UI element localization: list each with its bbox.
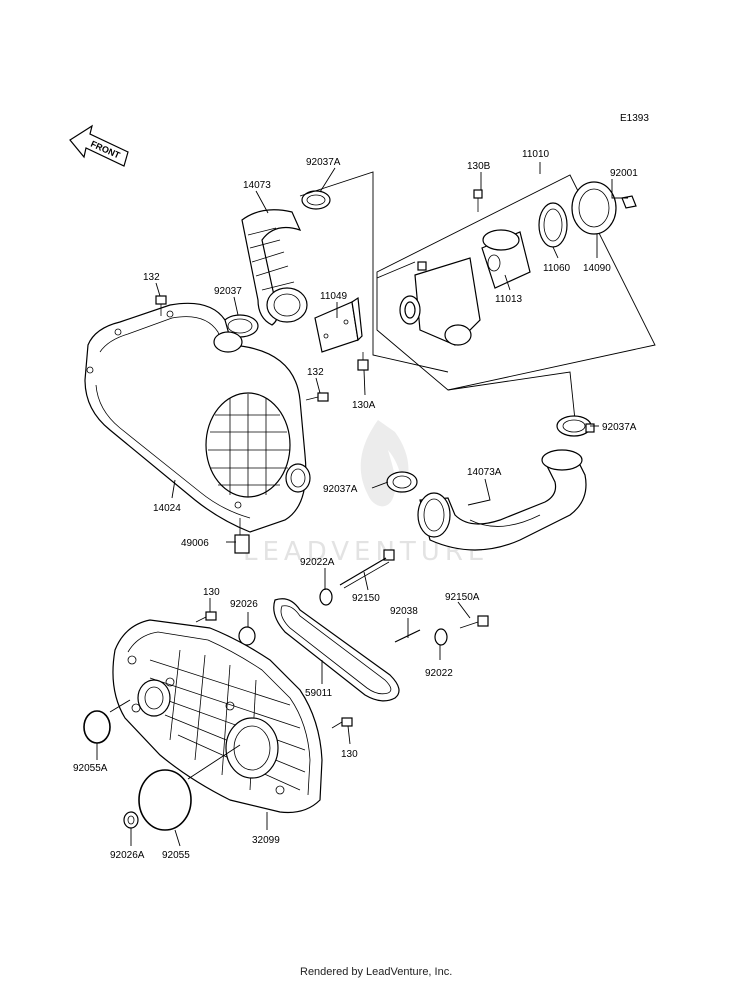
label-14073: 14073	[243, 180, 271, 191]
label-130-right: 130	[341, 749, 358, 760]
label-92037A-mid: 92037A	[323, 484, 358, 495]
label-11060: 11060	[543, 263, 571, 274]
washer-92026A	[123, 811, 139, 829]
label-130B: 130B	[467, 161, 491, 172]
footer-credit: Rendered by LeadVenture, Inc.	[300, 966, 452, 978]
o-ring-92055A	[83, 710, 111, 744]
duct-14073A	[417, 449, 587, 551]
washer-92022	[434, 628, 448, 646]
label-92022A: 92022A	[300, 557, 335, 568]
bolt-92150A	[459, 615, 489, 629]
label-92026: 92026	[230, 599, 258, 610]
label-14073A: 14073A	[467, 467, 502, 478]
inner-cover-32099	[112, 619, 323, 814]
label-132-mid: 132	[307, 367, 324, 378]
part-labels: 11010 130B 92001 92037A 14073 11060 1409…	[73, 149, 638, 861]
label-11013: 11013	[495, 294, 523, 305]
label-92026A: 92026A	[110, 850, 145, 861]
leader-lines	[96, 167, 628, 847]
clamp-92037A-mid	[386, 471, 418, 493]
o-ring-92055	[138, 769, 192, 831]
bolt-92150	[339, 549, 395, 589]
label-92022: 92022	[425, 668, 453, 679]
intake-hose-14073	[221, 190, 331, 338]
label-92055: 92055	[162, 850, 190, 861]
watermark: LEADVENTURE	[243, 420, 484, 567]
pin-92038	[394, 629, 421, 643]
bolt-130-right	[331, 717, 353, 729]
label-92037: 92037	[214, 286, 242, 297]
label-92150: 92150	[352, 593, 380, 604]
label-59011: 59011	[305, 688, 333, 699]
label-14090: 14090	[583, 263, 611, 274]
label-92037A-top: 92037A	[306, 157, 341, 168]
label-32099: 32099	[252, 835, 280, 846]
label-130-left: 130	[203, 587, 220, 598]
air-cleaner-assembly	[376, 162, 656, 391]
label-92150A: 92150A	[445, 592, 480, 603]
label-49006: 49006	[181, 538, 209, 549]
clamp-92037A-right	[556, 415, 595, 437]
washer-92022A	[319, 588, 333, 606]
bolt-132-mid	[305, 392, 329, 402]
diagram-code: E1393	[620, 113, 649, 124]
washer-92026	[238, 626, 256, 646]
label-14024: 14024	[153, 503, 181, 514]
label-11049: 11049	[320, 291, 348, 302]
label-130A: 130A	[352, 400, 376, 411]
bolt-132-top	[155, 295, 167, 316]
outer-cover-14024	[84, 302, 311, 554]
label-132-top: 132	[143, 272, 160, 283]
label-92001: 92001	[610, 168, 638, 179]
label-92055A: 92055A	[73, 763, 108, 774]
label-11010: 11010	[522, 149, 550, 160]
label-92038: 92038	[390, 606, 418, 617]
bolt-130-left	[195, 611, 217, 623]
bracket-11049	[314, 296, 369, 371]
watermark-flame-icon	[360, 420, 409, 507]
label-92037A-right: 92037A	[602, 422, 637, 433]
drive-belt-59011	[273, 598, 400, 702]
front-arrow-icon: FRONT	[69, 124, 129, 167]
